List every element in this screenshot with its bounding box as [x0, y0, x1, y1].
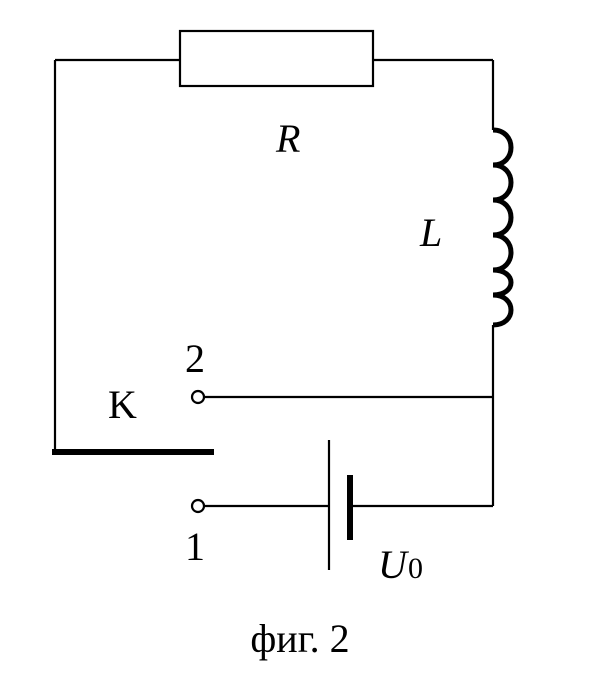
contact-2-label: 2: [185, 336, 205, 381]
voltage-label: U: [378, 542, 410, 587]
contact-1-terminal: [190, 498, 206, 514]
contact-2-terminal: [190, 389, 206, 405]
inductor-label: L: [419, 210, 442, 255]
resistor: [178, 29, 375, 88]
resistor-label: R: [275, 116, 300, 161]
inductor-coil: [492, 127, 514, 328]
figure-caption: фиг. 2: [250, 616, 349, 661]
switch-label: K: [108, 382, 137, 427]
contact-1-label: 1: [185, 524, 205, 569]
voltage-subscript: 0: [408, 552, 423, 585]
voltage-main: U: [378, 542, 410, 587]
